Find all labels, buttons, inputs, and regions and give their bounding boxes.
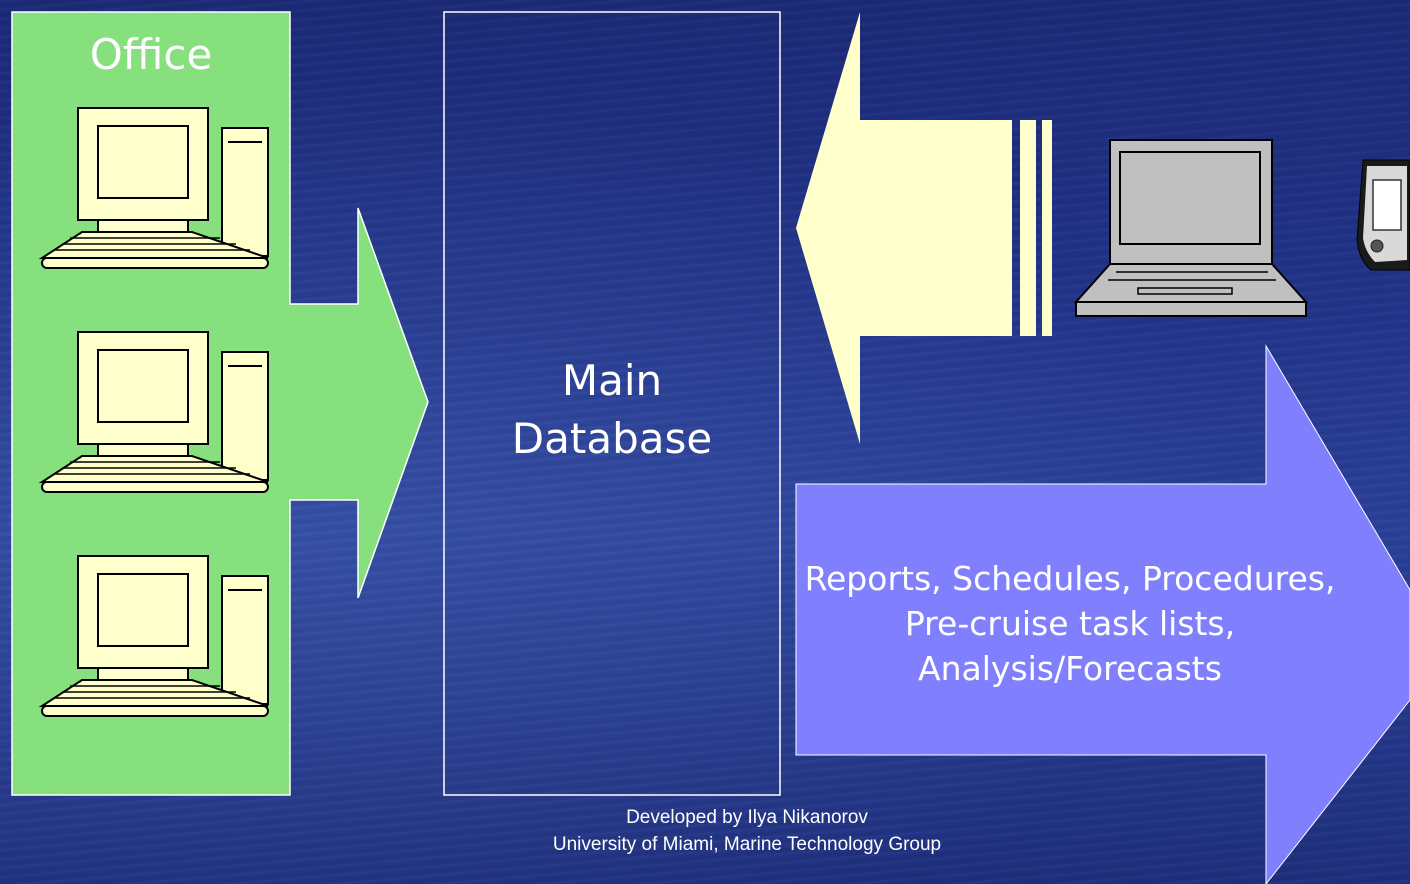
office-label: Office xyxy=(89,30,213,79)
office-panel-arrow xyxy=(11,11,429,796)
outputs-line3: Analysis/Forecasts xyxy=(918,649,1222,688)
outputs-line1: Reports, Schedules, Procedures, xyxy=(804,559,1336,598)
main-database-label-line1: Main xyxy=(561,356,663,405)
main-database-label: Main Database xyxy=(444,352,780,468)
handheld-pda-icon xyxy=(1356,159,1410,271)
outputs-label: Reports, Schedules, Procedures, Pre-crui… xyxy=(796,556,1344,691)
credit-footer: Developed by Ilya Nikanorov University o… xyxy=(446,804,1048,858)
credit-organization: University of Miami, Marine Technology G… xyxy=(552,834,942,855)
main-database-box xyxy=(443,11,781,796)
outbound-arrow xyxy=(795,344,1410,884)
main-database-label-line2: Database xyxy=(511,414,713,463)
laptop-icon xyxy=(1073,139,1309,317)
outputs-line2: Pre-cruise task lists, xyxy=(904,604,1236,643)
credit-author: Developed by Ilya Nikanorov xyxy=(626,807,868,828)
inbound-arrow xyxy=(796,12,1052,444)
